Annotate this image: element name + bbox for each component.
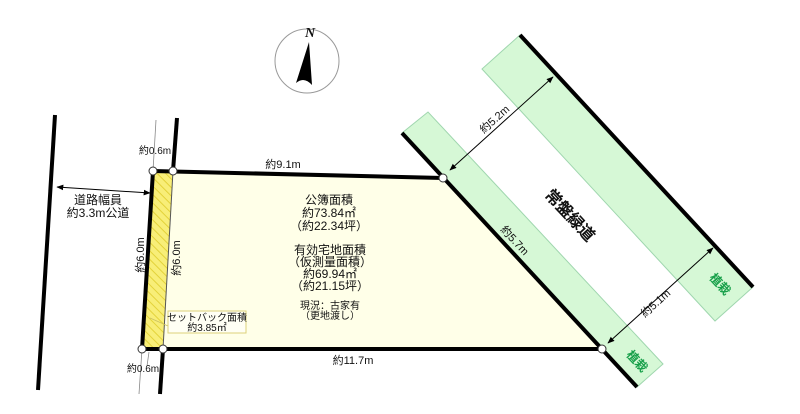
vertex-marker [438, 173, 448, 183]
setback-leader-line [149, 317, 169, 327]
greenway-width-arrow-lower [607, 247, 714, 344]
status-line-1: 現況：古家有 [300, 299, 360, 312]
setback-inner-edge [162, 170, 174, 350]
vertex-marker [148, 166, 158, 176]
road-width-arrow [56, 184, 151, 196]
lot-boundary-left [140, 170, 155, 350]
setback-label-box [167, 310, 247, 334]
lot-dim-top: 約9.1m [265, 157, 300, 171]
greenway-width-lower: 約5.1m [637, 286, 673, 320]
extension-line-bottom-1 [138, 348, 143, 395]
setback-offset-bottom: 約0.6m [127, 362, 159, 375]
vertex-marker [168, 166, 178, 176]
area-info-block: 公簿面積 約73.84㎡ （約22.34坪） 有効宅地面積 （仮測量面積） 約6… [288, 192, 372, 322]
setback-box-title: セットバック面積 [167, 311, 247, 324]
road-edge-left [36, 114, 57, 391]
vertex-marker [597, 344, 607, 354]
lot-dim-left-inner: 約6.0m [169, 240, 183, 275]
vertex-marker [137, 344, 147, 354]
lot-boundary-top [152, 169, 444, 180]
road-width-value: 約3.3m公道 [67, 205, 130, 220]
extension-line-bottom-2 [146, 351, 150, 367]
effective-area-sqm: 約69.94㎡ [303, 266, 357, 281]
registered-area-sqm: 約73.84㎡ [302, 205, 356, 220]
road-edge-right-lower [158, 348, 165, 395]
status-line-2: （更地渡し） [300, 309, 360, 322]
effective-area-subtitle: （仮測量面積） [288, 254, 372, 269]
lot-area [163, 171, 602, 349]
effective-area-title: 有効宅地面積 [294, 242, 366, 257]
setback-offset-top: 約0.6m [139, 144, 171, 157]
road-width-label: 道路幅員 [74, 192, 122, 207]
extension-line-top [152, 119, 157, 172]
greenway-name: 常盤緑道 [541, 185, 599, 245]
road-edge-right-upper [171, 117, 179, 172]
lot-dim-bottom: 約11.7m [333, 353, 374, 367]
effective-area-tsubo: （約21.15坪） [291, 278, 369, 293]
registered-area-tsubo: （約22.34坪） [290, 218, 368, 233]
north-compass-icon: N [274, 26, 340, 94]
setback-box-value: 約3.85㎡ [187, 321, 226, 334]
registered-area-title: 公簿面積 [305, 192, 353, 207]
vertex-markers [137, 166, 607, 354]
greenway-width-arrow-upper [449, 76, 554, 171]
greenway-boundary-far [518, 33, 755, 289]
vertex-marker [158, 344, 168, 354]
compass-label: N [304, 26, 316, 41]
lot-dim-left-outer: 約6.0m [133, 237, 147, 272]
